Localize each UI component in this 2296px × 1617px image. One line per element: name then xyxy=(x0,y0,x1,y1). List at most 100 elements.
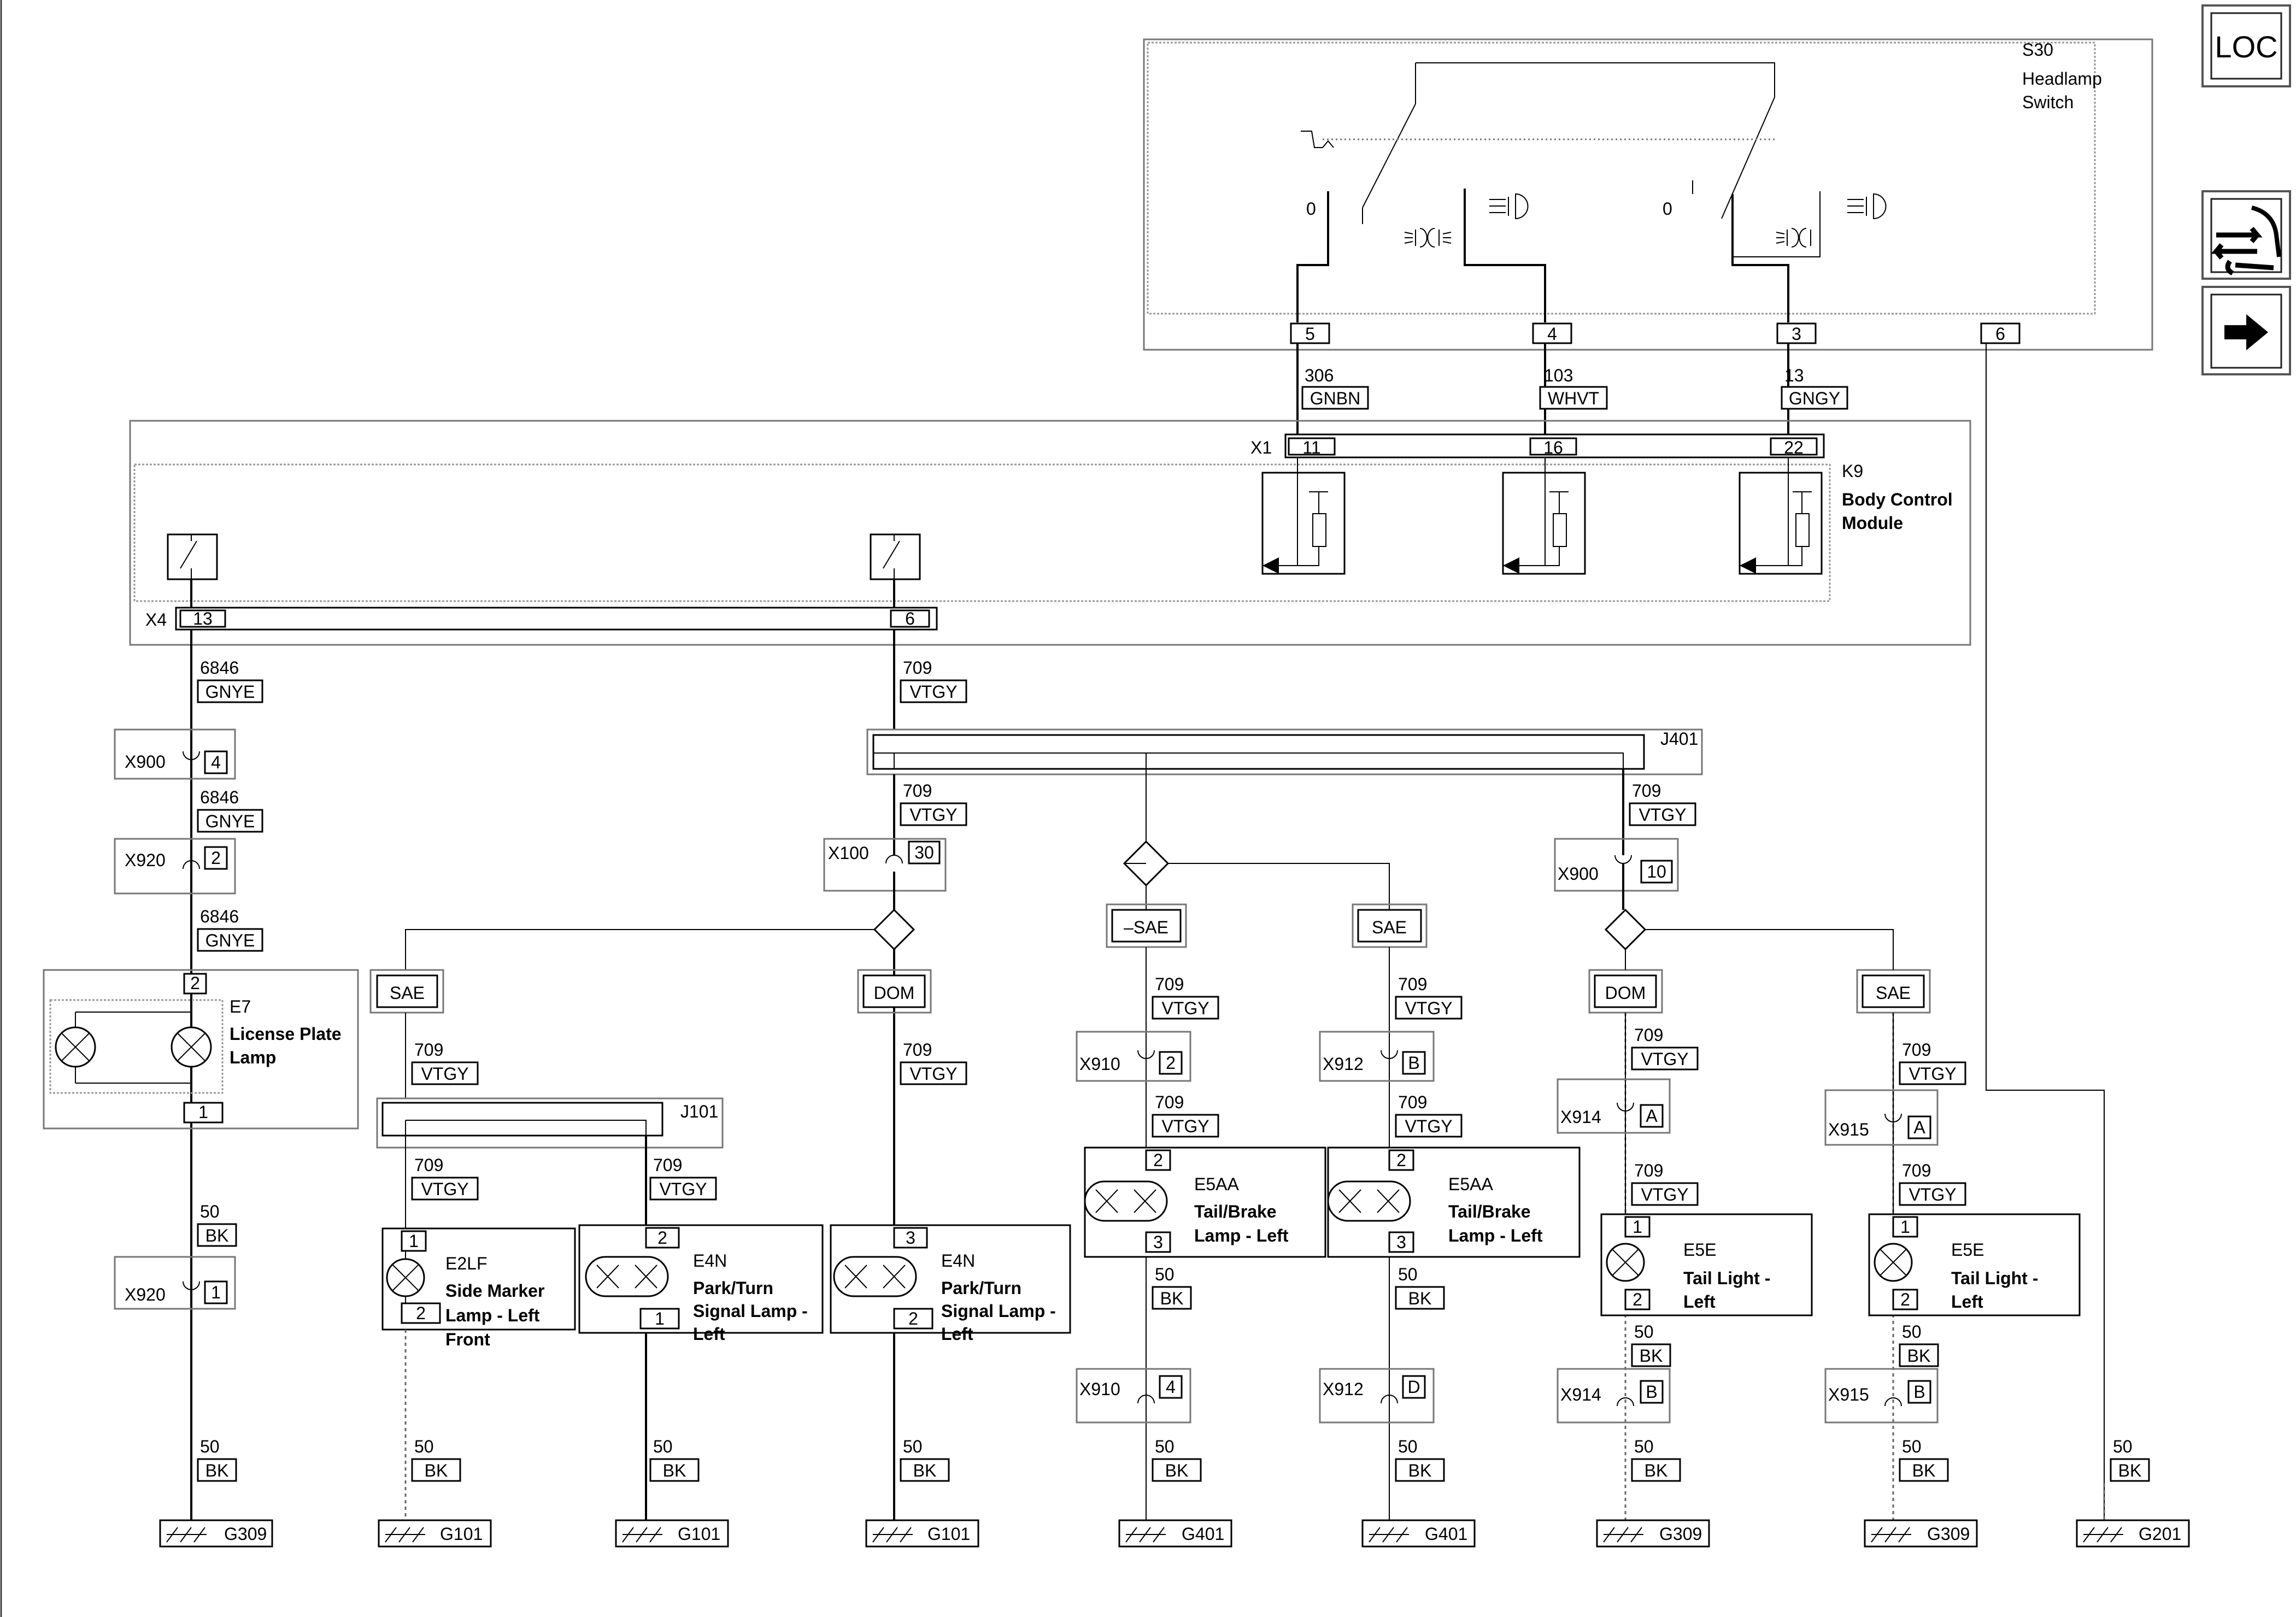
svg-text:Park/Turn: Park/Turn xyxy=(941,1278,1021,1298)
svg-text:50: 50 xyxy=(1902,1322,1922,1342)
svg-text:B: B xyxy=(1913,1382,1925,1402)
svg-text:50: 50 xyxy=(1155,1265,1175,1284)
svg-text:50: 50 xyxy=(1398,1265,1418,1284)
branch-sae: 709 VTGY J101 709 VTGY 709 VTGY 1 2 E2LF… xyxy=(376,1013,824,1548)
svg-text:DOM: DOM xyxy=(1605,983,1646,1003)
svg-text:G101: G101 xyxy=(678,1524,720,1544)
svg-text:A: A xyxy=(1913,1118,1925,1137)
svg-text:DOM: DOM xyxy=(874,983,915,1003)
svg-text:E4N: E4N xyxy=(693,1251,727,1271)
opt-dom-1: DOM xyxy=(857,969,932,1014)
svg-text:X915: X915 xyxy=(1828,1120,1869,1139)
svg-text:13: 13 xyxy=(1784,366,1804,385)
svg-text:A: A xyxy=(1646,1106,1658,1126)
next-page-button[interactable] xyxy=(2201,286,2291,375)
side-marker-lamp: 1 2 E2LF Side Marker Lamp - Left Front xyxy=(381,1227,576,1349)
svg-text:VTGY: VTGY xyxy=(909,805,957,825)
svg-text:50: 50 xyxy=(200,1437,220,1456)
svg-text:BK: BK xyxy=(663,1461,686,1480)
svg-text:BK: BK xyxy=(1160,1289,1184,1308)
svg-text:BK: BK xyxy=(1165,1461,1189,1480)
svg-text:2: 2 xyxy=(908,1309,918,1328)
svg-text:709: 709 xyxy=(1902,1040,1931,1060)
bulb-icon xyxy=(1084,1180,1168,1222)
svg-text:G309: G309 xyxy=(1927,1524,1970,1544)
car-diagnostic-icon xyxy=(2211,205,2281,275)
svg-text:709: 709 xyxy=(903,1040,932,1060)
opt-sae-2: SAE xyxy=(1352,903,1428,948)
park-turn-lamp-sae: 2 1 E4N Park/Turn Signal Lamp - Left xyxy=(578,1224,824,1344)
svg-text:X912: X912 xyxy=(1323,1054,1364,1074)
parking-light-icon xyxy=(1404,228,1452,248)
tail-light-1: 1 2 E5E Tail Light - Left xyxy=(1600,1213,1813,1316)
svg-text:GNBN: GNBN xyxy=(1310,389,1360,408)
diagnostic-nav-button[interactable] xyxy=(2201,190,2291,280)
body-control-module: K9 Body Control Module X1 11 16 22 xyxy=(129,420,1971,646)
svg-text:VTGY: VTGY xyxy=(1641,1049,1688,1069)
svg-text:Module: Module xyxy=(1842,513,1903,533)
svg-text:X914: X914 xyxy=(1560,1385,1601,1404)
svg-text:E7: E7 xyxy=(230,997,251,1016)
svg-text:VTGY: VTGY xyxy=(659,1179,707,1199)
ground-g309-left: G309 xyxy=(159,1519,273,1548)
svg-text:709: 709 xyxy=(1902,1161,1931,1180)
svg-text:E5E: E5E xyxy=(1951,1240,1984,1260)
branch-sae3: 709 VTGY X915 A 709 VTGY 1 2 E5E Tail Li… xyxy=(1824,1013,2081,1548)
switch-name-2: Switch xyxy=(2022,92,2074,112)
tail-brake-lamp-2: 2 3 E5AA Tail/Brake Lamp - Left xyxy=(1327,1146,1581,1258)
svg-text:Tail/Brake: Tail/Brake xyxy=(1194,1202,1277,1221)
svg-text:VTGY: VTGY xyxy=(421,1064,468,1084)
svg-text:E4N: E4N xyxy=(941,1251,975,1271)
license-plate-lamp: 2 1 E7 License Plate Lamp xyxy=(43,969,359,1130)
svg-text:1: 1 xyxy=(1633,1217,1642,1237)
svg-text:VTGY: VTGY xyxy=(1405,998,1452,1018)
svg-text:709: 709 xyxy=(1398,1092,1427,1112)
svg-text:1: 1 xyxy=(198,1102,208,1122)
switch-ground: 50 BK G201 xyxy=(1986,343,2190,1548)
svg-text:1: 1 xyxy=(1900,1217,1910,1237)
svg-text:Signal Lamp -: Signal Lamp - xyxy=(693,1301,808,1321)
svg-text:709: 709 xyxy=(1398,974,1427,994)
left-chain: 6846 GNYE X900 4 6846 GNYE X920 2 6846 G… xyxy=(43,630,359,1548)
loc-button[interactable]: LOC xyxy=(2201,4,2291,87)
svg-text:Tail/Brake: Tail/Brake xyxy=(1448,1202,1531,1221)
svg-text:GNYE: GNYE xyxy=(205,682,255,702)
svg-text:2: 2 xyxy=(190,973,200,993)
svg-text:BK: BK xyxy=(1408,1289,1432,1308)
svg-text:X912: X912 xyxy=(1323,1379,1364,1399)
svg-text:D: D xyxy=(1407,1377,1420,1397)
svg-text:GNYE: GNYE xyxy=(205,812,255,831)
svg-text:BK: BK xyxy=(1640,1346,1663,1366)
right-trunk: 709 VTGY X900 10 xyxy=(1554,781,1894,970)
svg-text:X900: X900 xyxy=(1558,864,1599,884)
svg-text:G101: G101 xyxy=(440,1524,483,1544)
branch-dom: 709 VTGY 3 2 E4N Park/Turn Signal Lamp -… xyxy=(830,1040,1071,1548)
svg-text:50: 50 xyxy=(653,1437,673,1456)
switch-pin-3: 3 xyxy=(1776,322,1817,344)
svg-text:Signal Lamp -: Signal Lamp - xyxy=(941,1301,1056,1321)
svg-text:709: 709 xyxy=(414,1040,443,1060)
svg-text:Front: Front xyxy=(445,1330,490,1349)
svg-text:Lamp - Left: Lamp - Left xyxy=(1194,1226,1289,1245)
svg-text:22: 22 xyxy=(1784,438,1804,457)
svg-text:Lamp - Left: Lamp - Left xyxy=(1448,1226,1543,1245)
ground-g101-a: G101 xyxy=(378,1519,492,1548)
switch-ref: S30 xyxy=(2022,40,2053,60)
parking-light-icon-2 xyxy=(1776,228,1811,248)
svg-text:B: B xyxy=(1646,1382,1657,1402)
svg-text:Tail Light -: Tail Light - xyxy=(1683,1268,1770,1288)
svg-text:50: 50 xyxy=(903,1437,923,1456)
svg-text:Left: Left xyxy=(1951,1292,1983,1312)
ground-g401-a: G401 xyxy=(1118,1519,1232,1548)
ground-g101-c: G101 xyxy=(865,1519,979,1548)
svg-text:10: 10 xyxy=(1647,862,1666,881)
svg-text:50: 50 xyxy=(1634,1437,1654,1456)
svg-text:X900: X900 xyxy=(125,752,166,772)
svg-text:50: 50 xyxy=(1902,1437,1922,1456)
svg-text:–SAE: –SAE xyxy=(1124,918,1168,937)
switch-off-pos-b: 0 xyxy=(1663,199,1672,219)
svg-text:BK: BK xyxy=(205,1461,229,1480)
svg-text:VTGY: VTGY xyxy=(421,1179,468,1199)
switch-name-1: Headlamp xyxy=(2022,69,2102,89)
